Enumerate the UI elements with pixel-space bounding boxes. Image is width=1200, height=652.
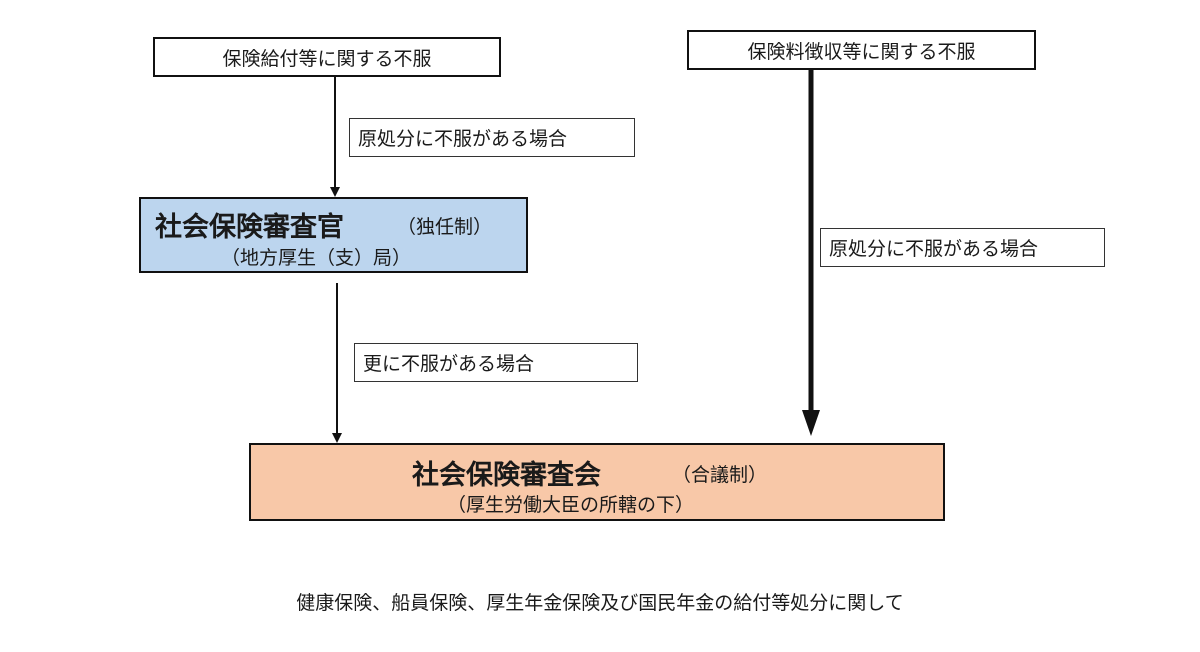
social-insurance-examiner-box: 社会保険審査官 （独任制） （地方厚生（支）局） [139, 197, 528, 273]
footer-note: 健康保険、船員保険、厚生年金保険及び国民年金の給付等処分に関して [296, 592, 904, 614]
social-insurance-council-box: 社会保険審査会 （合議制） （厚生労働大臣の所轄の下） [249, 443, 945, 521]
council-system: （合議制） [672, 464, 768, 486]
label-further-complaint: 更に不服がある場合 [354, 343, 638, 382]
premium-complaint-box: 保険料徴収等に関する不服 [687, 30, 1036, 70]
examiner-system: （独任制） [397, 216, 493, 238]
label-original-disposition-left: 原処分に不服がある場合 [349, 118, 635, 157]
label-original-disposition-right: 原処分に不服がある場合 [820, 228, 1105, 267]
examiner-location: （地方厚生（支）局） [221, 247, 412, 269]
benefit-complaint-box: 保険給付等に関する不服 [153, 37, 501, 77]
premium-complaint-text: 保険料徴収等に関する不服 [747, 40, 976, 63]
council-title: 社会保険審査会 [412, 460, 601, 491]
arrow-head-council-right [802, 410, 820, 436]
arrow-head-council-left [332, 433, 342, 443]
examiner-title: 社会保険審査官 [155, 212, 344, 243]
council-location: （厚生労働大臣の所轄の下） [447, 494, 695, 516]
arrow-head-officer [330, 187, 340, 197]
benefit-complaint-text: 保険給付等に関する不服 [222, 47, 432, 70]
